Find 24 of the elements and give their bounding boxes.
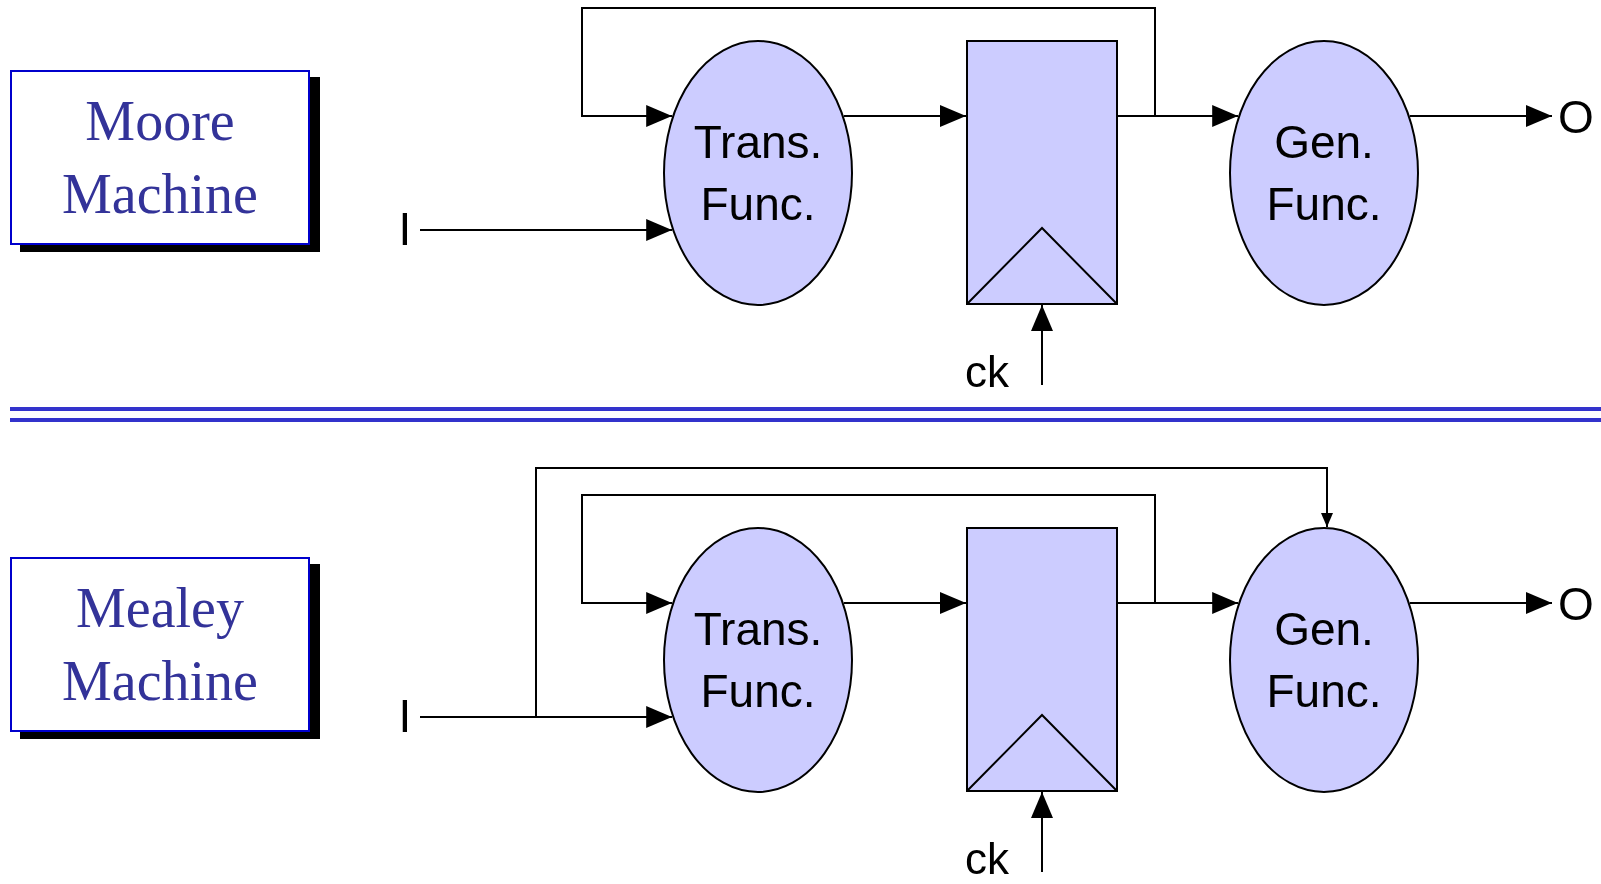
- function-label: Gen. Func.: [1265, 114, 1383, 232]
- arrow: [842, 105, 967, 127]
- arrow: [1408, 592, 1553, 614]
- transition-function-ellipse: [663, 40, 853, 306]
- input-label: I: [398, 688, 412, 744]
- arrow: [1031, 304, 1053, 386]
- function-label: Trans. Func.: [692, 601, 824, 719]
- arrow: [419, 219, 674, 241]
- arrow: [581, 494, 1156, 614]
- arrow: [419, 467, 1333, 718]
- arrow: [1031, 791, 1053, 873]
- function-label: Trans. Func.: [692, 114, 824, 232]
- output-function-ellipse: [1229, 527, 1419, 793]
- transition-function-ellipse: [663, 527, 853, 793]
- output-label: O: [1558, 576, 1594, 632]
- input-label: I: [398, 201, 412, 257]
- arrow: [1408, 105, 1553, 127]
- register-drawing: [966, 40, 1118, 305]
- register-drawing: [966, 527, 1118, 792]
- function-label: Gen. Func.: [1265, 601, 1383, 719]
- output-label: O: [1558, 89, 1594, 145]
- output-function-ellipse: [1229, 40, 1419, 306]
- arrow: [581, 7, 1156, 127]
- arrow: [842, 592, 967, 614]
